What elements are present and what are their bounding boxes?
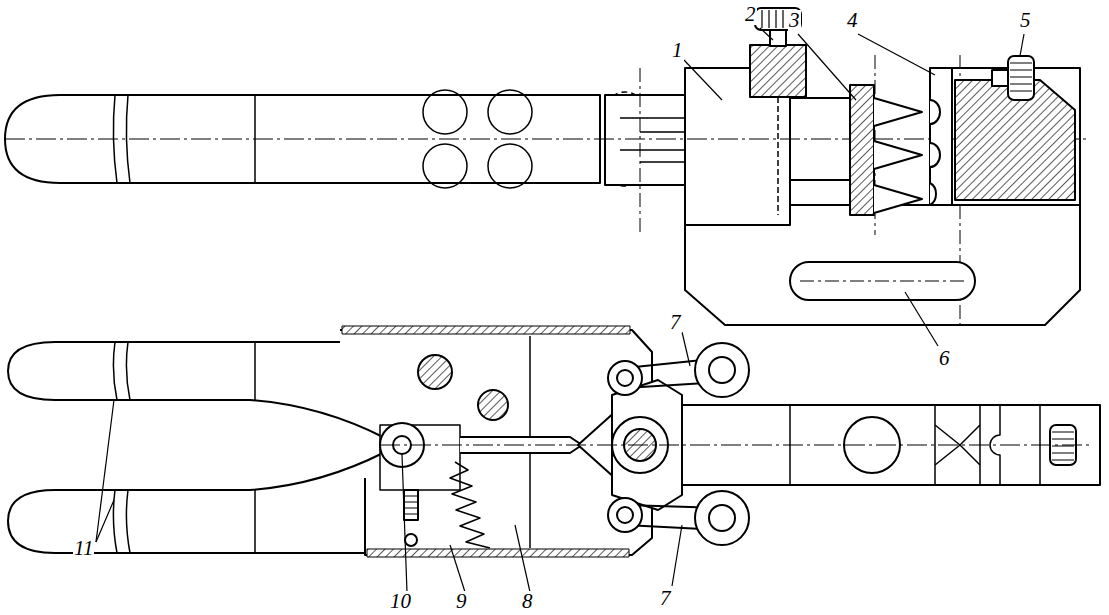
callout-number: 6 [938, 348, 951, 369]
callout-number: 5 [1019, 10, 1032, 31]
callout-number: 8 [521, 591, 534, 612]
callout-number: 3 [788, 10, 801, 31]
callout-number: 7 [659, 588, 672, 609]
callout-number: 9 [455, 591, 468, 612]
callout-number: 7 [669, 312, 682, 333]
callout-number: 11 [73, 538, 94, 559]
callout-number: 2 [744, 4, 757, 25]
callout-number: 4 [846, 10, 859, 31]
callout-number: 1 [671, 40, 684, 61]
callout-number: 10 [389, 591, 412, 612]
